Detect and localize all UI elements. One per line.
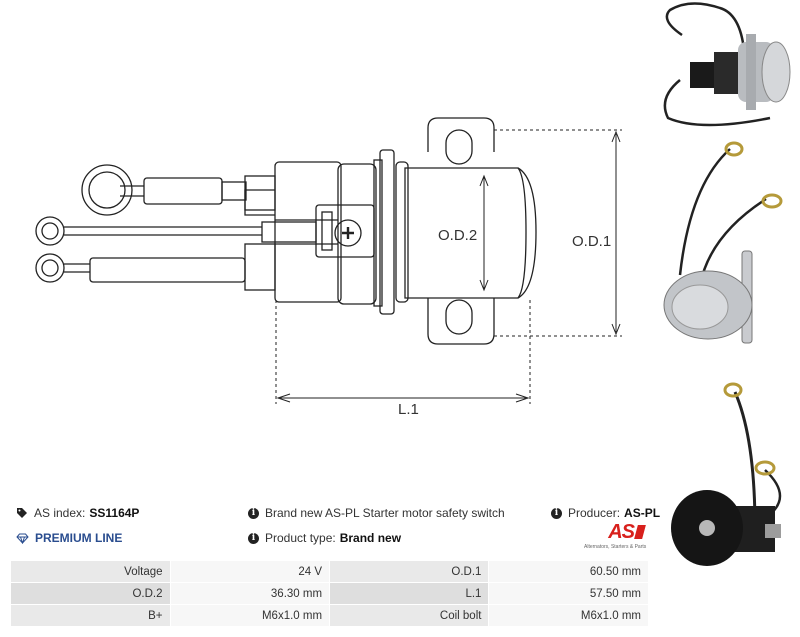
premium-line-row: PREMIUM LINE xyxy=(16,531,122,545)
tag-icon xyxy=(17,508,27,518)
spec-label: B+ xyxy=(10,604,171,627)
product-photo-middle xyxy=(663,141,783,344)
product-type-label: Product type: xyxy=(265,531,336,545)
info-icon: i xyxy=(248,507,259,519)
spec-value: 60.50 mm xyxy=(488,560,649,583)
spec-label: O.D.2 xyxy=(10,582,171,605)
od2-label: O.D.2 xyxy=(438,227,477,244)
producer-row: i Producer: AS-PL xyxy=(551,506,660,520)
logo-mark: AS xyxy=(584,521,654,544)
as-index-value: SS1164P xyxy=(89,506,140,520)
as-index-label: AS index: xyxy=(34,506,86,520)
info-icon: i xyxy=(248,532,259,544)
table-row: O.D.2 36.30 mm L.1 57.50 mm xyxy=(10,582,649,605)
premium-line-label: PREMIUM LINE xyxy=(35,531,123,545)
product-type-row: i Product type: Brand new xyxy=(248,531,401,545)
table-row: Voltage 24 V O.D.1 60.50 mm xyxy=(10,560,649,583)
diamond-icon xyxy=(16,533,29,544)
table-row: B+ M6x1.0 mm Coil bolt M6x1.0 mm xyxy=(10,604,649,627)
spec-value: M6x1.0 mm xyxy=(488,604,649,627)
producer-value: AS-PL xyxy=(624,506,661,520)
technical-drawing: O.D.2 O.D.1 L.1 xyxy=(35,117,622,418)
spec-label: L.1 xyxy=(329,582,490,605)
specs-table: Voltage 24 V O.D.1 60.50 mm O.D.2 36.30 … xyxy=(10,560,649,627)
product-photo-top xyxy=(663,2,791,127)
producer-label: Producer: xyxy=(568,506,621,520)
product-photo-bottom xyxy=(671,382,782,566)
spec-label: Coil bolt xyxy=(329,604,490,627)
spec-value: 24 V xyxy=(169,560,331,583)
l1-label: L.1 xyxy=(398,401,419,418)
as-index-row: AS index: SS1164P xyxy=(16,506,139,520)
spec-label: O.D.1 xyxy=(329,560,490,583)
info-icon: i xyxy=(551,507,562,519)
product-description: Brand new AS-PL Starter motor safety swi… xyxy=(265,506,505,520)
od1-label: O.D.1 xyxy=(572,233,611,250)
product-type-value: Brand new xyxy=(339,531,402,545)
spec-value: 57.50 mm xyxy=(488,582,649,605)
spec-value: 36.30 mm xyxy=(169,582,331,605)
description-row: i Brand new AS-PL Starter motor safety s… xyxy=(248,506,505,520)
spec-value: M6x1.0 mm xyxy=(169,604,331,627)
as-pl-logo: AS Alternators, Starters & Parts xyxy=(584,521,654,550)
spec-label: Voltage xyxy=(10,560,171,583)
logo-tagline: Alternators, Starters & Parts xyxy=(584,544,647,550)
